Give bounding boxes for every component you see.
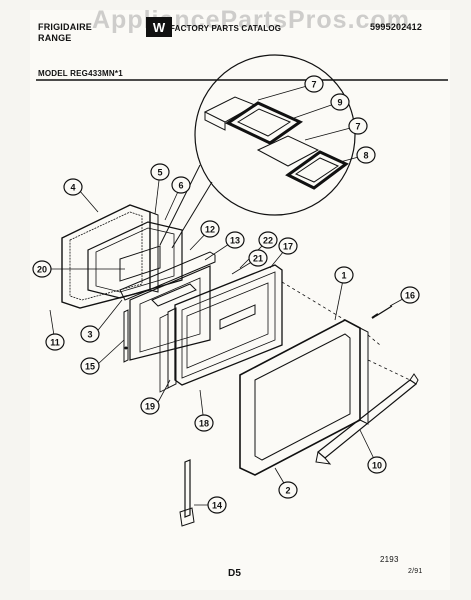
drawing-code: 2193 (380, 555, 399, 564)
door-frame-assembly (119, 251, 216, 363)
callout-label: 5 (157, 168, 162, 178)
callout-label: 7 (355, 122, 360, 132)
callout-5: 5 (150, 163, 170, 181)
revision-date: 2/91 (408, 568, 423, 575)
callout-label: 7 (311, 80, 316, 90)
callout-11: 11 (45, 333, 65, 351)
callout-2: 2 (278, 481, 298, 499)
door-handle (315, 373, 419, 465)
callout-label: 20 (37, 265, 47, 275)
callout-16: 16 (400, 286, 420, 304)
callout-13: 13 (225, 231, 245, 249)
callout-22: 22 (258, 231, 278, 249)
callout-12: 12 (200, 220, 220, 238)
callout-8: 8 (356, 146, 376, 164)
part-number: 5995202412 (370, 22, 423, 32)
detail-magnifier (159, 54, 356, 249)
door-liner (87, 221, 183, 299)
screw-part (371, 305, 393, 319)
callout-7: 7 (304, 75, 324, 93)
callout-19: 19 (140, 397, 160, 415)
callout-label: 1 (341, 271, 346, 281)
callout-7: 7 (348, 117, 368, 135)
callout-label: 12 (205, 225, 215, 235)
callout-label: 16 (405, 291, 415, 301)
callout-label: 22 (263, 236, 273, 246)
callout-label: 11 (50, 338, 60, 348)
callout-1: 1 (334, 266, 354, 284)
callout-label: 10 (372, 461, 382, 471)
door-back-panel (61, 204, 159, 309)
callout-label: 15 (85, 362, 95, 372)
callout-label: 17 (283, 242, 293, 252)
callout-10: 10 (367, 456, 387, 474)
hinge-part (179, 459, 195, 527)
callout-15: 15 (80, 357, 100, 375)
svg-text:W: W (153, 20, 166, 35)
callout-18: 18 (194, 414, 214, 432)
callout-20: 20 (32, 260, 52, 278)
model-label: MODEL REG433MN*1 (38, 69, 123, 78)
callout-label: 21 (253, 254, 263, 264)
product-label: RANGE (38, 33, 72, 43)
callout-21: 21 (248, 249, 268, 267)
callout-14: 14 (207, 496, 227, 514)
page-number: D5 (228, 568, 242, 579)
callout-4: 4 (63, 178, 83, 196)
door-glass-assembly (159, 264, 283, 393)
callout-label: 6 (178, 181, 183, 191)
brand-logo: W (146, 17, 172, 37)
watermark-text: AppliancePartsPros.com (92, 6, 410, 34)
callout-label: 13 (230, 236, 240, 246)
callout-9: 9 (330, 93, 350, 111)
callout-17: 17 (278, 237, 298, 255)
callout-label: 3 (87, 330, 92, 340)
callout-label: 2 (285, 486, 290, 496)
callout-label: 9 (337, 98, 342, 108)
callout-label: 19 (145, 402, 155, 412)
callout-label: 14 (212, 501, 222, 511)
callout-label: 8 (363, 151, 368, 161)
callout-6: 6 (171, 176, 191, 194)
catalog-label: FACTORY PARTS CATALOG (170, 24, 282, 33)
brand-label: FRIGIDAIRE (38, 22, 93, 32)
diagram-frame (30, 10, 450, 590)
callout-label: 18 (199, 419, 209, 429)
callout-label: 4 (70, 183, 75, 193)
callout-3: 3 (80, 325, 100, 343)
